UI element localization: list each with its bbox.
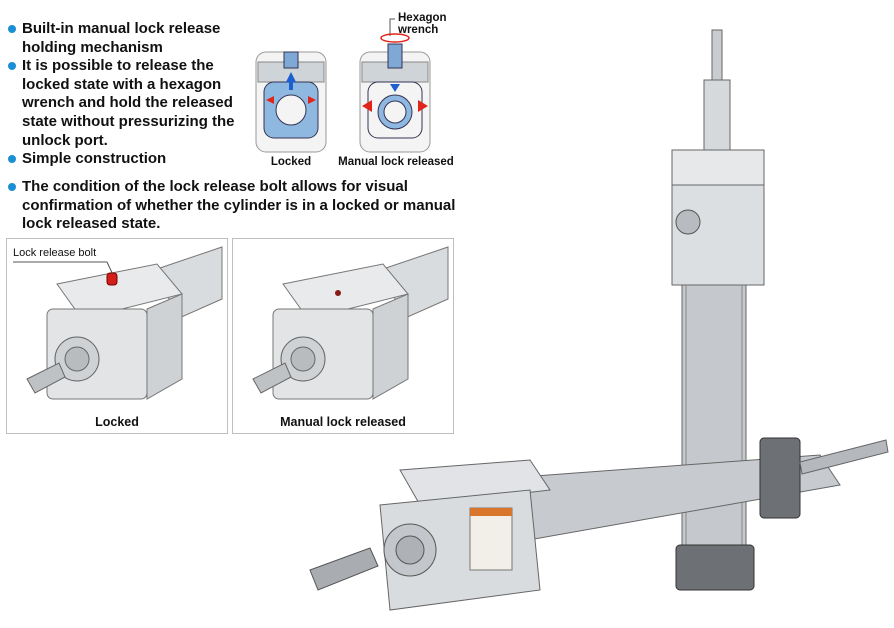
locked-mechanism-caption: Locked — [270, 156, 312, 168]
feature-item: Simple construction — [8, 150, 248, 169]
mechanism-diagrams: Hexagon wrench Lock — [250, 8, 470, 178]
feature-list: Built-in manual lock release holding mec… — [8, 20, 248, 169]
mechanism-illustration — [255, 18, 431, 153]
released-cylinder-illustration — [252, 246, 449, 400]
hexagon-wrench-label: Hexagon wrench — [398, 12, 447, 36]
locked-cylinder-illustration — [13, 246, 223, 400]
released-photo-panel: Manual lock released — [232, 238, 454, 434]
feature-text: Simple construction — [22, 150, 167, 168]
bullet-dot-icon — [8, 155, 16, 164]
lock-release-bolt-label: Lock release bolt — [13, 247, 97, 259]
feature-item-wide: The condition of the lock release bolt a… — [8, 178, 472, 234]
released-mechanism — [359, 33, 431, 153]
feature-item: Built-in manual lock release holding mec… — [8, 20, 248, 57]
released-photo-caption: Manual lock released — [280, 415, 406, 429]
feature-text: Built-in manual lock release holding mec… — [22, 20, 221, 56]
locked-photo-caption: Locked — [95, 415, 139, 429]
bullet-dot-icon — [8, 25, 16, 33]
bullet-dot-icon — [8, 62, 16, 71]
feature-text: It is possible to release the locked sta… — [22, 57, 235, 149]
locked-mechanism — [255, 51, 327, 153]
locked-photo-panel: Lock release bolt Locked — [6, 238, 228, 434]
product-photo — [309, 29, 889, 611]
released-mechanism-caption: Manual lock released — [338, 156, 454, 168]
bullet-dot-icon — [8, 183, 16, 191]
feature-text: The condition of the lock release bolt a… — [22, 178, 456, 233]
feature-item: It is possible to release the locked sta… — [8, 57, 248, 150]
